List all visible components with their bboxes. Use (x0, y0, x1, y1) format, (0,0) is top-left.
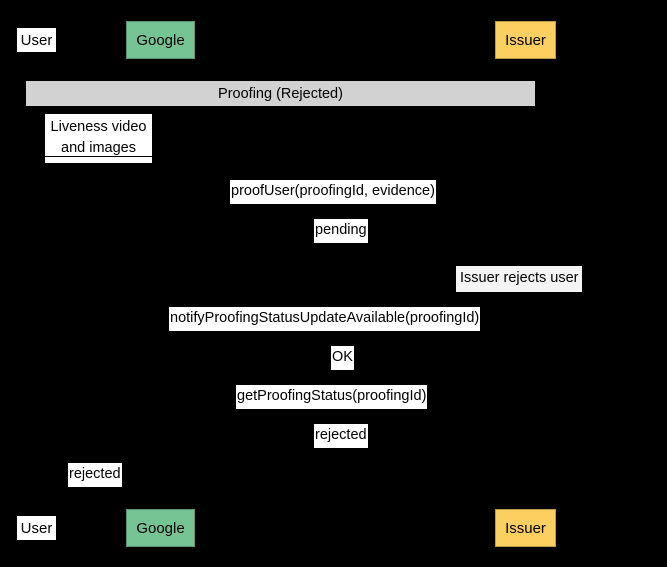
participant-head-user[interactable]: User (17, 28, 56, 52)
message-proof-user: proofUser(proofingId, evidence) (230, 180, 436, 205)
lifeline-google (160, 60, 161, 505)
message-liveness-video-and-images: Liveness video and images (45, 114, 152, 164)
message-ok: OK (331, 346, 354, 371)
participant-foot-user[interactable]: User (17, 516, 56, 540)
message-notify-proofing-status-label: notifyProofingStatusUpdateAvailable(proo… (170, 310, 480, 326)
message-notify-proofing-status-update-available: notifyProofingStatusUpdateAvailable(proo… (169, 307, 481, 332)
message-rejected-google-to-user: rejected (68, 463, 122, 488)
note-issuer-rejects-user: Issuer rejects user (456, 266, 583, 293)
message-ok-label: OK (332, 349, 353, 365)
group-bar-label: Proofing (Rejected) (218, 85, 343, 102)
arrow-google-to-user-rejected (36, 487, 160, 488)
message-pending-label: pending (315, 222, 367, 238)
message-rejected-user-label: rejected (69, 466, 121, 482)
arrow-google-to-issuer-get-status (160, 409, 525, 410)
message-get-proofing-status: getProofingStatus(proofingId) (236, 385, 428, 410)
arrow-issuer-to-google-rejected (160, 448, 525, 449)
note-issuer-rejects-user-label: Issuer rejects user (460, 270, 579, 286)
participant-foot-google-label: Google (136, 519, 185, 537)
arrow-issuer-to-google-pending (160, 243, 525, 244)
participant-head-google[interactable]: Google (126, 21, 195, 59)
arrow-google-to-issuer-proof (160, 204, 525, 205)
participant-head-user-label: User (20, 31, 53, 49)
participant-foot-google[interactable]: Google (126, 509, 195, 547)
lifeline-user (36, 60, 37, 505)
message-rejected-issuer-label: rejected (315, 427, 367, 443)
message-liveness-line1: Liveness video (50, 119, 147, 135)
message-get-proofing-status-label: getProofingStatus(proofingId) (237, 388, 427, 404)
participant-foot-user-label: User (20, 519, 53, 537)
participant-foot-issuer-label: Issuer (505, 519, 546, 537)
arrow-issuer-to-google-notify (160, 331, 525, 332)
group-bar-proofing: Proofing (Rejected) (26, 81, 535, 106)
message-liveness-line2: and images (61, 140, 136, 157)
arrow-user-to-google (36, 156, 160, 157)
participant-foot-issuer[interactable]: Issuer (495, 509, 556, 547)
arrow-google-to-issuer-ok (160, 370, 525, 371)
participant-head-issuer-label: Issuer (505, 31, 546, 49)
participant-head-google-label: Google (136, 31, 185, 49)
message-rejected-issuer-to-google: rejected (314, 424, 368, 449)
participant-head-issuer[interactable]: Issuer (495, 21, 556, 59)
message-proof-user-label: proofUser(proofingId, evidence) (231, 183, 435, 199)
message-pending: pending (314, 219, 368, 244)
